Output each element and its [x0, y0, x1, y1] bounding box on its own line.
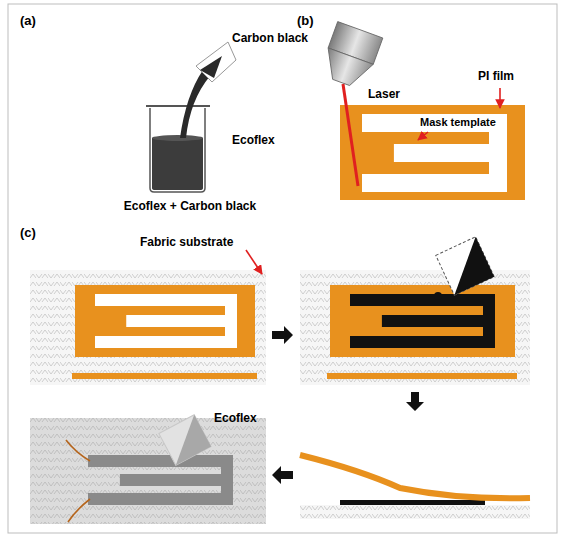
beaker: [150, 108, 205, 192]
encapsulated-pattern: [88, 455, 233, 505]
leader-arrow: [418, 132, 428, 140]
squeegee-outline: [436, 237, 494, 295]
part-label: Fabric substrate: [140, 236, 233, 250]
beaker-lip: [146, 105, 210, 107]
part-label: Mask template: [420, 116, 496, 129]
pi-mask-edge: [327, 373, 517, 379]
laser-nozzle: [319, 48, 374, 91]
liquid-surface: [152, 135, 203, 141]
material-label: Ecoflex: [214, 412, 257, 426]
mask-opening-bottom: [95, 336, 237, 348]
part-label: Laser: [368, 88, 400, 102]
peeled-pi-film: [300, 455, 530, 498]
mask-template-cut: [362, 114, 507, 192]
container-body: [159, 415, 211, 466]
lead-wire: [66, 440, 90, 461]
carbon-ink-pattern: [350, 294, 495, 348]
step-arrow: [406, 392, 424, 411]
mixture-liquid: [152, 138, 203, 190]
mask-template-cut-tongue: [394, 144, 507, 162]
fabric-substrate: [30, 418, 266, 524]
leader-arrow: [246, 250, 262, 274]
paper-sheet: [196, 42, 236, 82]
laser-beam: [343, 84, 358, 186]
panel-letter: (c): [20, 226, 36, 241]
mask-opening-tongue: [126, 315, 237, 327]
part-label: PI film: [478, 70, 514, 84]
carbon-ink-pattern-bottom: [350, 336, 495, 348]
mask-template-cut-top: [362, 114, 507, 132]
step-arrow: [272, 326, 293, 344]
pi-film: [340, 105, 525, 200]
encapsulated-pattern-bottom: [88, 493, 233, 505]
squeegee: [436, 237, 494, 295]
encapsulated-pattern-top: [88, 455, 233, 467]
fabric-substrate: [300, 270, 530, 385]
powder-stream: [180, 70, 210, 138]
fabric-substrate: [30, 270, 266, 385]
leader-arrow: [499, 88, 501, 108]
step-arrow: [272, 466, 293, 484]
panel-letter: (b): [297, 14, 314, 29]
carbon-ink-pattern-tongue: [382, 315, 495, 327]
encapsulated-pattern-tongue: [120, 474, 233, 486]
carbon-black-powder: [200, 56, 222, 78]
pi-mask: [75, 285, 255, 357]
fabric-substrate: [300, 505, 530, 519]
pi-mask: [330, 285, 515, 357]
carbon-pattern: [340, 500, 485, 505]
mask-opening-top: [95, 294, 237, 306]
carbon-ink-pattern-top: [350, 294, 495, 306]
ecoflex-container: [159, 415, 211, 466]
container-liquid: [159, 415, 211, 466]
ink-drop: [434, 292, 442, 300]
laser-head: [319, 22, 383, 91]
figure-frame: [8, 4, 557, 533]
material-label: Ecoflex + Carbon black: [124, 200, 256, 214]
pi-mask-edge: [72, 373, 257, 379]
material-label: Carbon black: [232, 32, 308, 46]
squeegee-ink: [436, 237, 494, 295]
material-label: Ecoflex: [232, 134, 275, 148]
panel-letter: (a): [20, 14, 36, 29]
mask-template-cut-bottom: [362, 174, 507, 192]
mask-opening: [95, 294, 237, 348]
lead-wire: [68, 499, 90, 522]
